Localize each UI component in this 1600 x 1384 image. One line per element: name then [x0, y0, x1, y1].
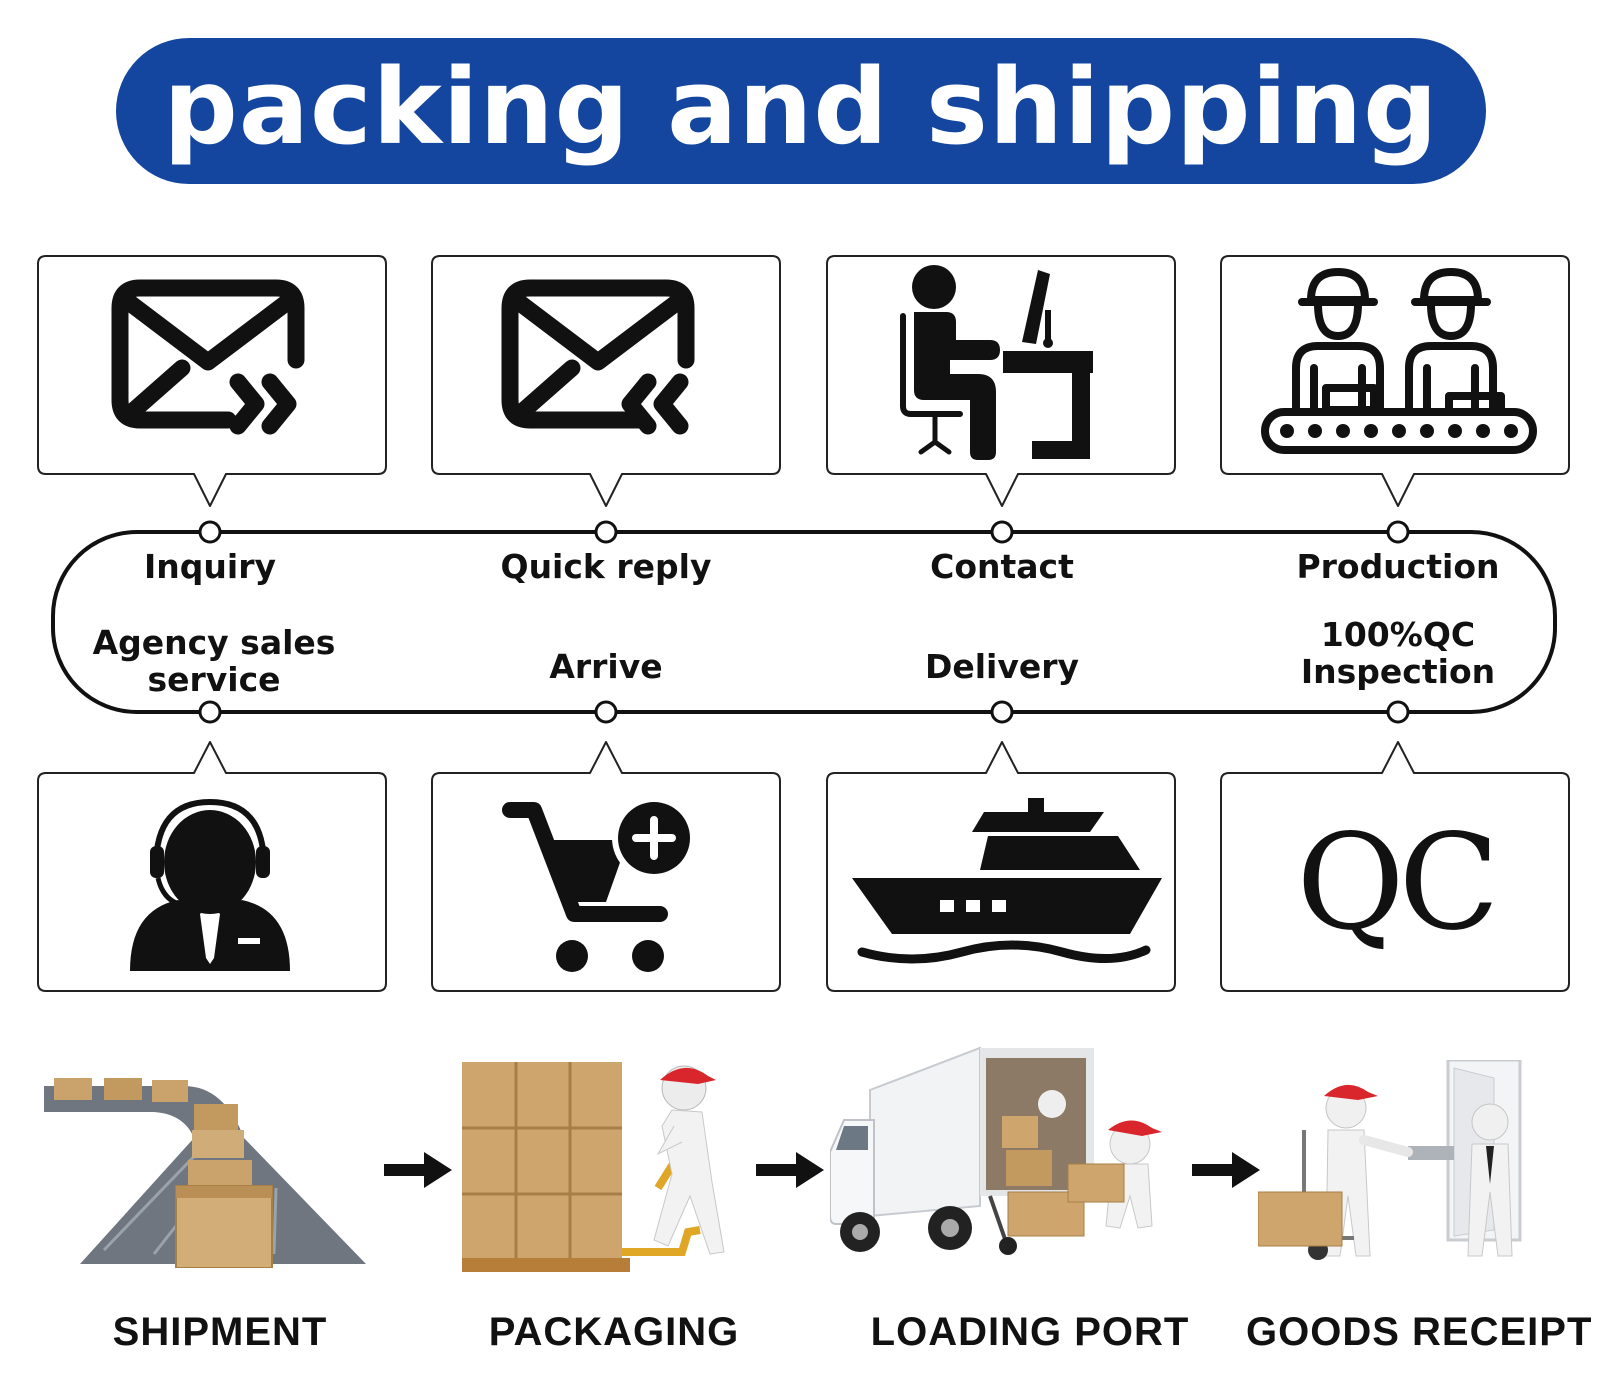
- person-at-desk-icon: [900, 265, 1093, 460]
- node-bottom-2: [594, 700, 618, 724]
- node-top-4: [1386, 520, 1410, 544]
- stage-label-shipment: SHIPMENT: [112, 1310, 328, 1354]
- pallet-jack-worker-image: [462, 1062, 725, 1272]
- callout-box-contact: [826, 255, 1176, 507]
- process-diagram: [37, 255, 1570, 992]
- arrow-right-icon: [756, 1152, 824, 1188]
- label-agency-sales: Agency sales service: [92, 623, 336, 699]
- label-quick-reply: Quick reply: [500, 547, 712, 586]
- doorstep-delivery-image: [1258, 1060, 1522, 1260]
- factory-workers-conveyor-icon: [1261, 268, 1537, 454]
- shopping-cart-add-icon: [502, 796, 696, 972]
- label-inquiry: Inquiry: [144, 547, 276, 586]
- stage-label-packaging: PACKAGING: [488, 1310, 740, 1354]
- email-forward-icon: [111, 279, 305, 435]
- delivery-truck-image: [830, 1046, 1162, 1255]
- flow-track: [51, 530, 1557, 714]
- label-production: Production: [1296, 547, 1500, 586]
- node-bottom-3: [990, 700, 1014, 724]
- conveyor-boxes-image: [44, 1078, 366, 1268]
- label-arrive: Arrive: [549, 647, 663, 686]
- ship-icon: [852, 798, 1162, 964]
- node-top-2: [594, 520, 618, 544]
- arrow-right-icon: [1192, 1152, 1260, 1188]
- arrow-right-icon: [384, 1152, 452, 1188]
- label-contact: Contact: [930, 547, 1074, 586]
- title-banner: packing and shipping: [116, 38, 1486, 184]
- label-qc-inspection: 100%QC Inspection: [1300, 615, 1496, 691]
- email-reply-icon: [501, 279, 695, 435]
- label-delivery: Delivery: [924, 647, 1080, 686]
- node-bottom-4: [1386, 700, 1410, 724]
- stage-label-goods-receipt: GOODS RECEIPT: [1246, 1310, 1593, 1354]
- callout-box-qc: [1220, 741, 1570, 992]
- node-top-3: [990, 520, 1014, 544]
- callout-box-production: [1220, 255, 1570, 507]
- customer-service-agent-icon: [130, 798, 290, 971]
- node-top-1: [198, 520, 222, 544]
- qc-icon: QC: [1296, 806, 1499, 960]
- node-bottom-1: [198, 700, 222, 724]
- stage-label-loading-port: LOADING PORT: [870, 1310, 1190, 1354]
- page-title: packing and shipping: [163, 46, 1439, 168]
